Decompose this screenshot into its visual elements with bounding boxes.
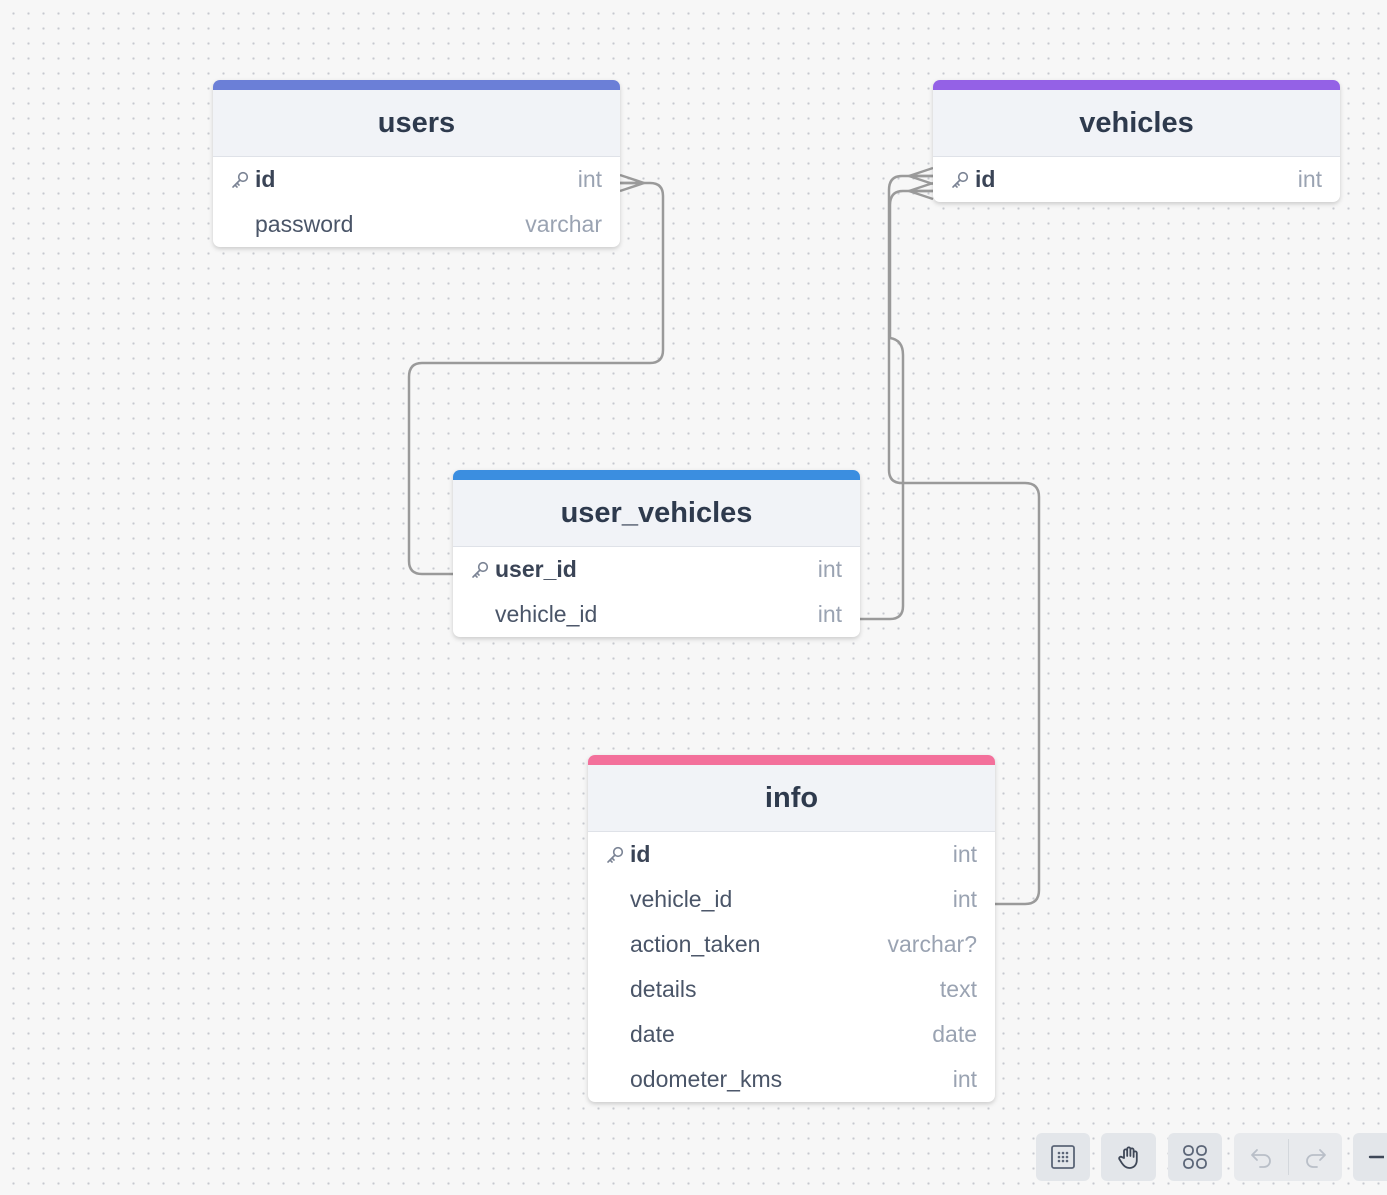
- crowfoot-users-id: [619, 173, 646, 193]
- field-row[interactable]: details text: [588, 967, 995, 1012]
- table-info[interactable]: info id int vehicle_id int action_taken …: [588, 755, 995, 1102]
- field-row[interactable]: user_id int: [453, 547, 860, 592]
- field-row[interactable]: odometer_kms int: [588, 1057, 995, 1102]
- field-name: user_id: [495, 556, 577, 582]
- field-type: text: [939, 976, 977, 1002]
- table-color-bar: [453, 470, 860, 480]
- zoom-out-button[interactable]: [1353, 1133, 1387, 1181]
- minus-icon: [1368, 1155, 1384, 1159]
- redo-button[interactable]: [1289, 1133, 1342, 1181]
- key-icon: [230, 169, 255, 191]
- field-row[interactable]: id int: [933, 157, 1340, 202]
- field-type: varchar: [525, 211, 602, 237]
- field-row[interactable]: vehicle_id int: [453, 592, 860, 637]
- pan-tool[interactable]: [1101, 1133, 1156, 1181]
- table-title: vehicles: [933, 90, 1340, 157]
- toolbar-divider: [1288, 1139, 1289, 1175]
- key-icon: [470, 559, 495, 581]
- field-name: action_taken: [630, 931, 761, 957]
- field-row[interactable]: date date: [588, 1012, 995, 1057]
- table-color-bar: [213, 80, 620, 90]
- field-type: int: [952, 1066, 977, 1092]
- relation-line-user-vehicles-users: [407, 181, 665, 576]
- grid-icon: [1183, 1145, 1207, 1169]
- table-users[interactable]: users id int password varchar: [213, 80, 620, 247]
- field-name: id: [630, 841, 651, 867]
- undo-button[interactable]: [1234, 1133, 1288, 1181]
- field-type: varchar?: [887, 931, 977, 957]
- field-name: details: [630, 976, 697, 1002]
- table-user-vehicles[interactable]: user_vehicles user_id int vehicle_id int: [453, 470, 860, 637]
- table-vehicles[interactable]: vehicles id int: [933, 80, 1340, 202]
- field-type: int: [952, 841, 977, 867]
- key-icon: [950, 169, 975, 191]
- table-title: info: [588, 765, 995, 832]
- redo-icon: [1305, 1149, 1326, 1168]
- field-name: date: [630, 1021, 675, 1047]
- relation-line-user-vehicles-vehicles: [860, 189, 933, 621]
- field-row[interactable]: id int: [213, 157, 620, 202]
- table-color-bar: [588, 755, 995, 765]
- dotted-square-icon: [1051, 1145, 1075, 1169]
- select-area-tool[interactable]: [1036, 1133, 1090, 1181]
- auto-layout-tool[interactable]: [1168, 1133, 1222, 1181]
- crowfoot-vehicles-id: [907, 166, 934, 201]
- field-type: int: [817, 556, 842, 582]
- field-name: id: [975, 166, 996, 192]
- field-type: int: [817, 601, 842, 627]
- field-name: odometer_kms: [630, 1066, 783, 1092]
- field-row[interactable]: vehicle_id int: [588, 877, 995, 922]
- table-color-bar: [933, 80, 1340, 90]
- undo-icon: [1251, 1149, 1271, 1168]
- field-row[interactable]: password varchar: [213, 202, 620, 247]
- undo-redo-group: [1234, 1133, 1342, 1181]
- field-row[interactable]: id int: [588, 832, 995, 877]
- relation-line-info-vehicles: [887, 174, 1041, 906]
- field-type: date: [932, 1021, 977, 1047]
- field-name: password: [255, 211, 354, 237]
- table-title: user_vehicles: [453, 480, 860, 547]
- hand-icon: [1117, 1146, 1138, 1169]
- field-type: int: [1297, 166, 1322, 192]
- table-title: users: [213, 90, 620, 157]
- field-type: int: [577, 166, 602, 192]
- key-icon: [605, 844, 630, 866]
- field-type: int: [952, 886, 977, 912]
- field-name: vehicle_id: [495, 601, 598, 627]
- field-row[interactable]: action_taken varchar?: [588, 922, 995, 967]
- field-name: id: [255, 166, 276, 192]
- field-name: vehicle_id: [630, 886, 733, 912]
